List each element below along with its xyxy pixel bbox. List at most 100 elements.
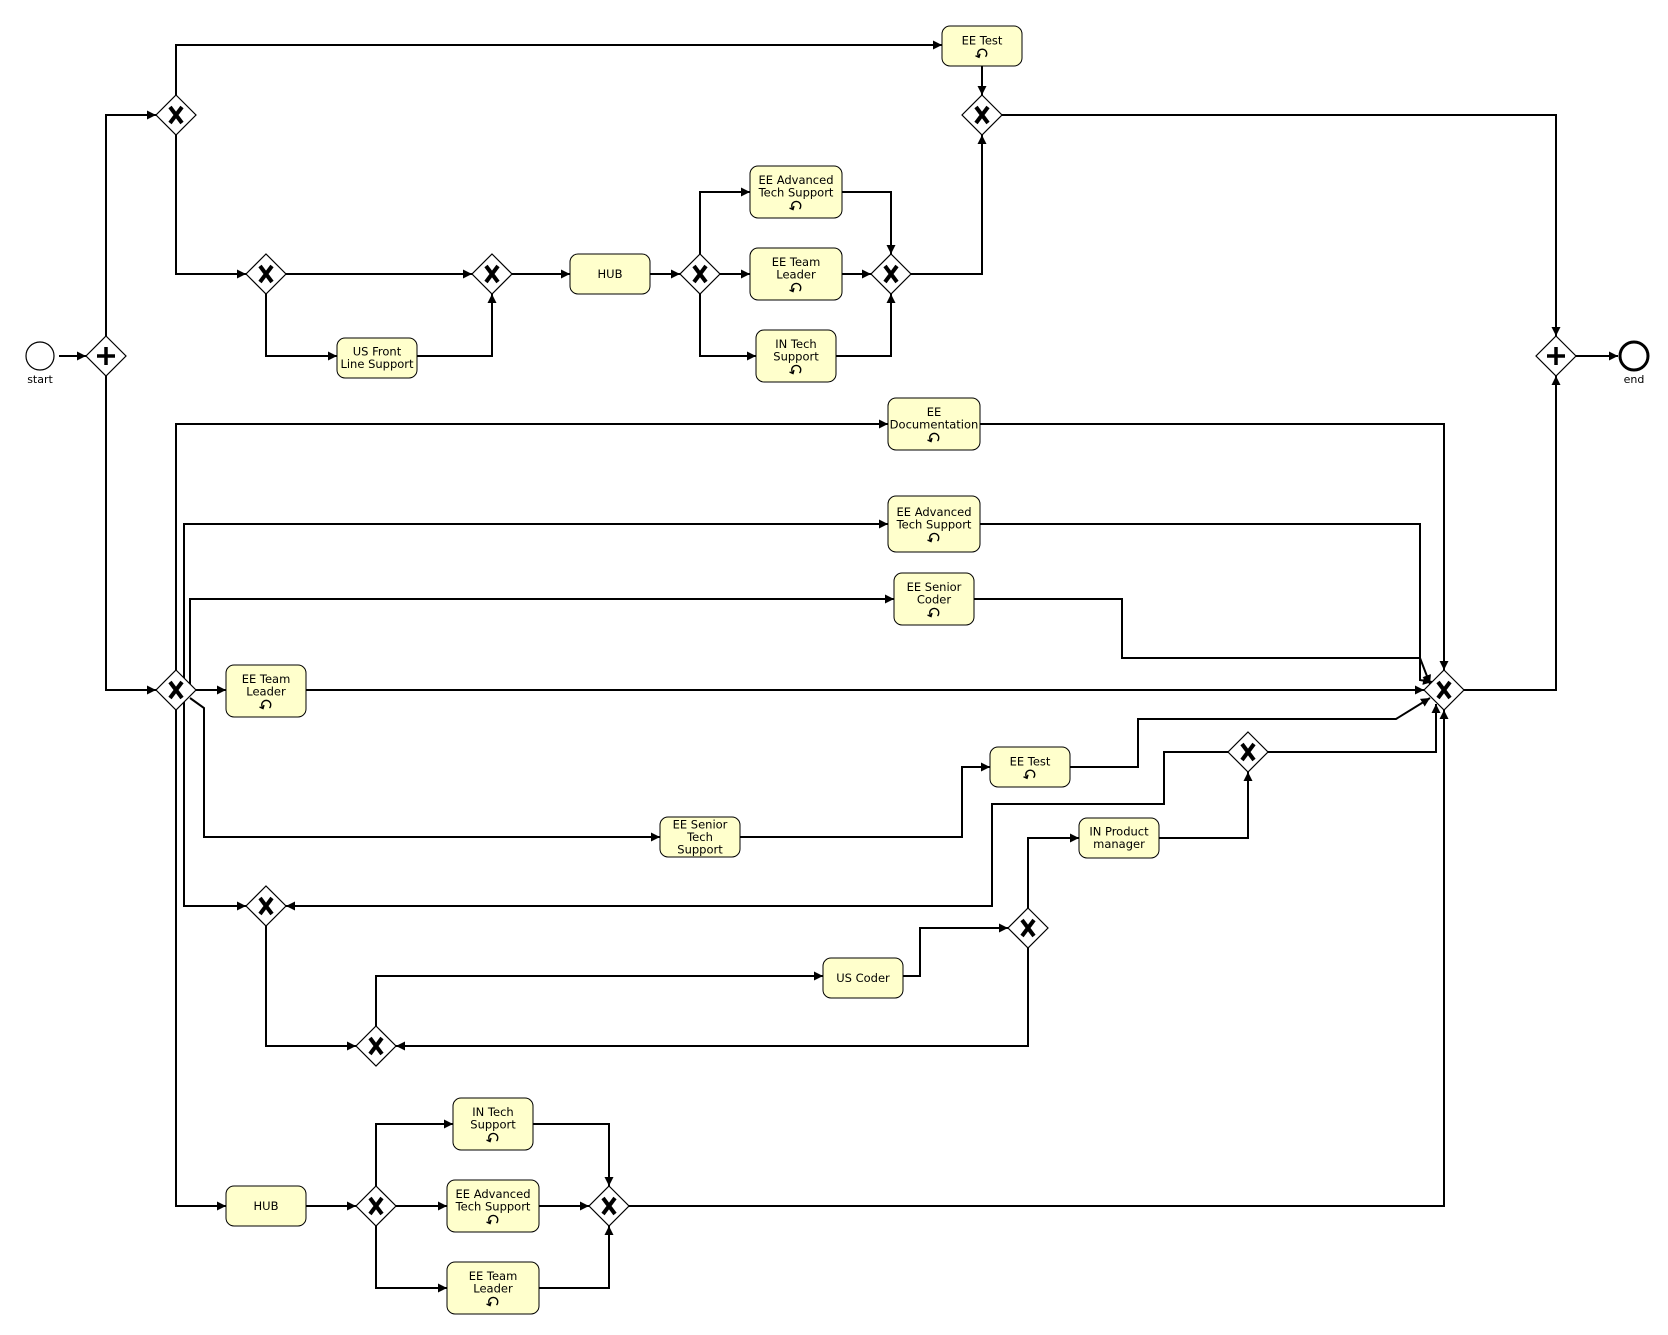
sequence-flow-5 [1002, 114, 1561, 336]
exclusive-gateway-g-x4[interactable] [679, 253, 721, 295]
sequence-flow-14 [699, 294, 756, 361]
exclusive-x-icon [168, 105, 184, 125]
loop-marker-icon [789, 200, 802, 211]
loop-marker-icon [975, 48, 988, 59]
exclusive-gateway-g-x6[interactable] [961, 94, 1003, 136]
task-box [822, 957, 904, 999]
exclusive-x-icon [883, 264, 899, 284]
parallel-gateway-g-par-join[interactable] [1535, 335, 1577, 377]
end-event[interactable]: end [1618, 340, 1650, 386]
exclusive-gateway-g-x-loop1[interactable] [245, 885, 287, 927]
task-label: HUB [254, 1199, 279, 1213]
parallel-gateway-g-par-split[interactable] [85, 335, 127, 377]
sequence-flow-38 [375, 971, 823, 1026]
exclusive-gateway-g-x3[interactable] [471, 253, 513, 295]
sequence-flow-29 [189, 697, 660, 842]
start-event-label: start [27, 373, 53, 386]
task-box [446, 1179, 540, 1233]
sequence-flow-34 [1268, 704, 1441, 753]
sequence-flow-21 [175, 419, 888, 670]
parallel-plus-icon [1547, 347, 1565, 365]
sequence-flow-40 [396, 948, 1029, 1051]
parallel-plus-icon [97, 347, 115, 365]
loop-marker-icon [486, 1132, 499, 1143]
task-eetest-mid[interactable]: EE Test [989, 746, 1071, 788]
exclusive-gateway-g-x-b2[interactable] [588, 1185, 630, 1227]
exclusive-gateway-g-big-join[interactable] [1423, 669, 1465, 711]
exclusive-gateway-g-x-b1[interactable] [355, 1185, 397, 1227]
exclusive-x-icon [368, 1196, 384, 1216]
start-event-circle [25, 341, 55, 371]
exclusive-x-icon [1240, 742, 1256, 762]
sequence-flow-9 [417, 294, 497, 357]
exclusive-gateway-g-x7[interactable] [1227, 731, 1269, 773]
task-hub-bottom[interactable]: HUB [225, 1185, 307, 1227]
exclusive-gateway-g-x-us[interactable] [1007, 907, 1049, 949]
sequence-flow-25 [189, 594, 894, 684]
exclusive-x-icon [974, 105, 990, 125]
sequence-flow-15 [842, 191, 896, 254]
task-box [446, 1261, 540, 1315]
sequence-flow-35 [286, 751, 1228, 911]
sequence-flow-12 [699, 187, 750, 254]
task-box [893, 572, 975, 626]
exclusive-gateway-g-x1[interactable] [155, 94, 197, 136]
task-label: EE Test [1010, 754, 1051, 768]
end-event-circle [1618, 340, 1650, 372]
task-hub-top[interactable]: HUB [569, 253, 651, 295]
task-box [225, 664, 307, 718]
task-box [569, 253, 651, 295]
sequence-flow-26 [974, 598, 1431, 685]
sequence-flow-17 [836, 294, 896, 357]
task-box [336, 337, 418, 379]
task-eetest-top[interactable]: EE Test [941, 25, 1023, 67]
sequence-flows [59, 40, 1618, 1293]
task-box [887, 397, 981, 451]
task-box [755, 329, 837, 383]
exclusive-x-icon [484, 264, 500, 284]
end-event-label: end [1624, 373, 1645, 386]
sequence-flow-48 [539, 1226, 614, 1289]
start-event[interactable]: start [25, 341, 55, 386]
sequence-flow-41 [175, 710, 226, 1211]
loop-marker-icon [927, 432, 940, 443]
task-label: US Coder [836, 971, 890, 985]
sequence-flow-2 [105, 110, 156, 336]
task-us-coder[interactable]: US Coder [822, 957, 904, 999]
sequence-flow-6 [175, 135, 246, 279]
exclusive-gateway-g-x5[interactable] [870, 253, 912, 295]
task-box [452, 1097, 534, 1151]
loop-marker-icon [789, 282, 802, 293]
sequence-flow-37 [265, 926, 356, 1051]
exclusive-gateway-g-big-split[interactable] [155, 669, 197, 711]
exclusive-gateway-g-x2[interactable] [245, 253, 287, 295]
loop-marker-icon [1023, 769, 1036, 780]
sequence-flow-50 [1464, 376, 1561, 691]
exclusive-gateway-g-x-loop2[interactable] [355, 1025, 397, 1067]
sequence-flow-46 [533, 1123, 614, 1186]
sequence-flow-49 [629, 710, 1449, 1207]
